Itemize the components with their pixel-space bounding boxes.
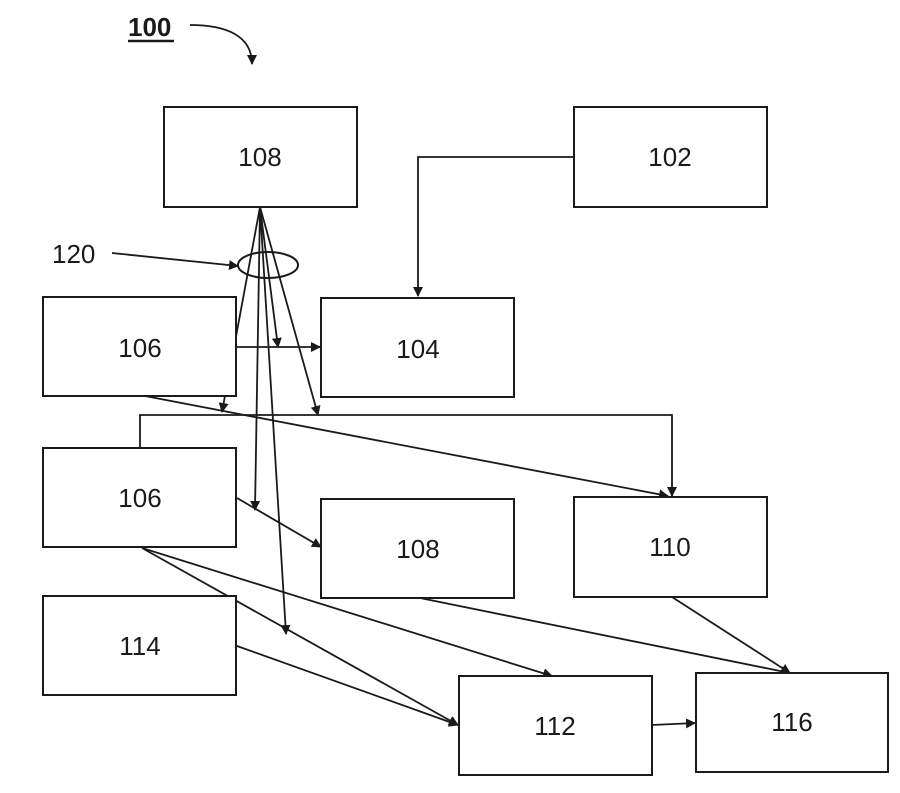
block-label: 104 [396,334,439,364]
connection-106-lower-to-112-side [141,547,459,726]
connection-108-to-106-lower [250,206,261,511]
block-label: 106 [118,483,161,513]
block-102: 102 [573,106,768,208]
block-label: 106 [118,333,161,363]
figure-pointer-arrow [189,24,257,65]
block-106-upper: 106 [42,296,237,397]
block-label: 102 [648,142,691,172]
connection-108-to-110 [259,206,321,416]
block-label: 108 [396,534,439,564]
block-116: 116 [695,672,889,773]
connection-108-lower-to-116 [419,597,791,677]
block-108-top: 108 [163,106,358,208]
block-104: 104 [320,297,515,398]
block-label: 110 [649,532,690,562]
connection-106-lower-to-112-top [141,547,553,679]
block-label: 112 [534,711,575,741]
block-112: 112 [458,675,653,776]
connection-110-to-116 [671,596,791,674]
block-110: 110 [573,496,768,598]
block-label: 108 [238,142,281,172]
connection-114-to-112 [236,645,459,727]
callout-label: 120 [52,239,95,269]
callout-ellipse [237,251,299,279]
connections [139,156,791,729]
block-label: 116 [771,707,812,737]
connection-108-to-104 [259,206,282,348]
block-114: 114 [42,595,237,696]
block-label: 114 [119,631,160,661]
figure-label: 100 [128,12,171,42]
block-108-lower: 108 [320,498,515,599]
connection-106-upper-to-110 [144,395,669,500]
connection-106-lower-to-110 [139,414,677,497]
callout-pointer-arrow [111,252,239,271]
block-106-lower: 106 [42,447,237,548]
connection-112-to-116 [651,718,696,729]
connection-102-to-104 [413,156,574,297]
connection-106-lower-to-108-lower [236,497,322,548]
